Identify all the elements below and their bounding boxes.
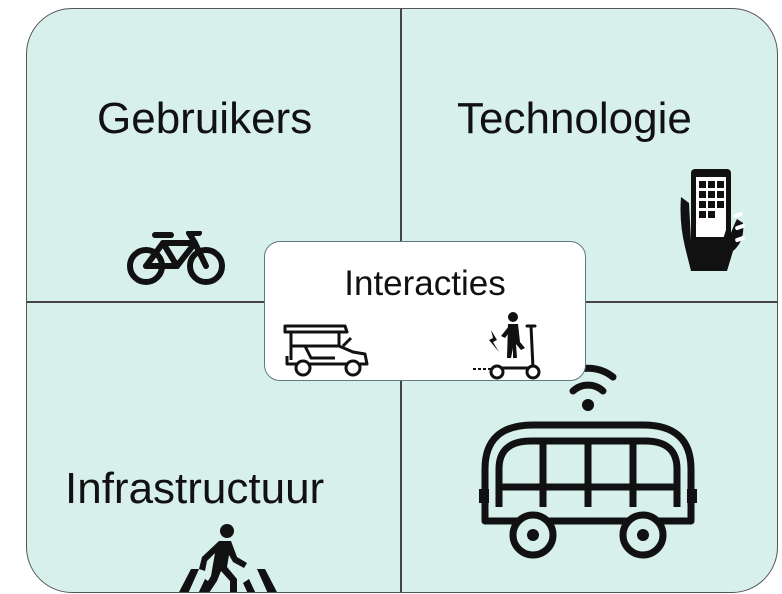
technology-label: Technologie — [457, 94, 692, 143]
users-label: Gebruikers — [97, 94, 313, 143]
connected-shuttle-bus-icon — [479, 364, 697, 559]
pedestrian-crossing-icon — [179, 524, 277, 592]
interactions-label: Interacties — [344, 264, 506, 303]
interactions-box: Interacties — [264, 241, 586, 381]
smartphone-hand-icon — [680, 169, 745, 271]
golf-cart-icon — [283, 324, 369, 377]
infrastructure-label: Infrastructuur — [65, 464, 325, 513]
electric-scooter-icon — [473, 312, 541, 380]
bicycle-icon — [127, 231, 225, 285]
diagram-board: Gebruikers Technologie Infrastructuur — [26, 8, 778, 593]
